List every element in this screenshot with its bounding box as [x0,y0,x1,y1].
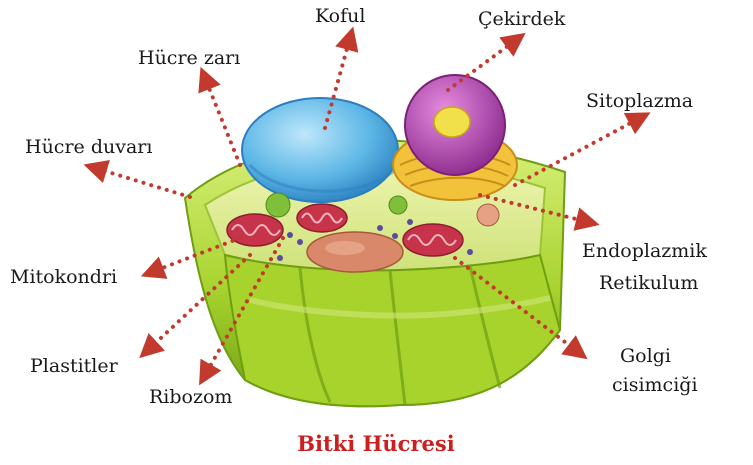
mitochondrion-center [297,204,347,232]
diagram-title: Bitki Hücresi [297,431,454,456]
label-plastitler: Plastitler [30,355,119,377]
mitochondrion-left [227,214,283,246]
chloroplast-small [266,193,290,217]
vacuole [242,98,398,202]
label-mitokondri: Mitokondri [10,266,117,288]
mitochondrion-right [403,224,463,256]
arrow-hucre-zari [205,78,240,165]
label-golgi-1: Golgi [620,345,671,367]
label-endoplazmik-2: Retikulum [599,272,698,294]
label-koful: Koful [315,5,365,27]
label-cekirdek: Çekirdek [478,8,566,30]
label-ribozom: Ribozom [149,386,232,408]
cell-body [185,75,565,406]
label-hucre-zari: Hücre zarı [138,47,240,69]
label-hucre-duvari: Hücre duvarı [25,136,152,158]
label-endoplazmik-1: Endoplazmik [582,240,707,262]
label-sitoplazma: Sitoplazma [586,90,693,112]
cell-wall-front [225,255,560,406]
label-golgi-2: cisimciği [612,374,698,396]
nucleolus [434,107,470,137]
arrow-hucre-duvari [95,168,190,197]
